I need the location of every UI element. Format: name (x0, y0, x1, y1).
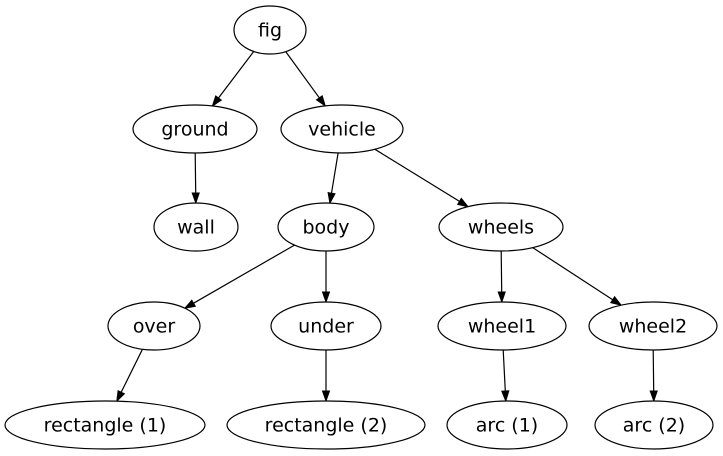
graph-node-fig: fig (233, 5, 307, 55)
node-ellipse (132, 104, 258, 154)
edge-arrowhead (321, 291, 331, 304)
graph-node-over: over (107, 301, 201, 351)
node-label: arc (1) (476, 415, 538, 437)
edge-line (218, 51, 255, 99)
edge-arrowhead (183, 299, 197, 309)
graph-edge-wheels-wheel2 (532, 247, 623, 307)
graph-node-arc2: arc (2) (594, 400, 714, 450)
node-ellipse (446, 400, 568, 450)
graph-node-wheel2: wheel2 (588, 301, 718, 351)
edge-line (194, 152, 197, 194)
graph-edge-ground-wall (191, 152, 200, 205)
node-label: wheel1 (468, 316, 536, 338)
edge-arrowhead (116, 389, 126, 403)
node-ellipse (226, 400, 426, 450)
edge-line (502, 349, 506, 392)
graph-edge-fig-vehicle (285, 51, 327, 108)
graph-node-wheel1: wheel1 (437, 301, 567, 351)
node-ellipse (588, 301, 718, 351)
graph-edge-wheels-wheel1 (497, 250, 506, 304)
node-ellipse (594, 400, 714, 450)
node-label: fig (258, 20, 282, 42)
node-label: ground (161, 119, 228, 141)
graph-edge-wheel2-arc2 (649, 349, 658, 403)
node-ellipse (233, 5, 307, 55)
node-ellipse (437, 301, 567, 351)
graph-edge-fig-ground (211, 51, 255, 108)
node-ellipse (270, 301, 382, 351)
edge-line (500, 250, 503, 293)
edge-arrowhead (321, 390, 331, 403)
graph-node-vehicle: vehicle (280, 104, 404, 154)
graph-edge-body-over (183, 244, 295, 309)
node-ellipse (153, 202, 239, 252)
graph-node-wall: wall (153, 202, 239, 252)
edge-arrowhead (609, 295, 623, 307)
edge-line (374, 148, 460, 202)
node-ellipse (438, 202, 564, 252)
edge-line (193, 244, 295, 304)
node-ellipse (107, 301, 201, 351)
node-label: body (303, 217, 350, 239)
node-label: arc (2) (623, 415, 685, 437)
node-label: wheel2 (619, 316, 687, 338)
node-label: wheels (468, 217, 534, 239)
edge-line (120, 348, 144, 393)
edge-line (532, 247, 614, 301)
edge-arrowhead (501, 390, 510, 403)
graph-edge-under-rect2 (321, 350, 331, 403)
node-label: rectangle (2) (265, 415, 388, 437)
node-label: over (133, 316, 176, 338)
graph-node-arc1: arc (1) (446, 400, 568, 450)
edge-arrowhead (327, 191, 336, 205)
graph-node-body: body (277, 202, 375, 252)
edge-line (285, 51, 320, 99)
edge-arrowhead (191, 192, 200, 205)
node-ellipse (280, 104, 404, 154)
node-label: vehicle (308, 119, 376, 141)
node-ellipse (277, 202, 375, 252)
edge-arrowhead (315, 94, 327, 108)
edge-arrowhead (497, 291, 506, 304)
edge-arrowhead (456, 197, 470, 208)
graph-edge-vehicle-wheels (374, 148, 470, 208)
edge-line (330, 152, 339, 194)
edge-arrowhead (649, 390, 658, 403)
edge-arrowhead (211, 95, 223, 108)
graph-edge-vehicle-body (327, 152, 339, 205)
graph-node-ground: ground (132, 104, 258, 154)
node-ellipse (4, 400, 206, 450)
graph-node-rect1: rectangle (1) (4, 400, 206, 450)
graph-node-rect2: rectangle (2) (226, 400, 426, 450)
graph-edge-over-rect1 (116, 348, 144, 403)
node-label: rectangle (1) (44, 415, 167, 437)
node-label: under (298, 316, 354, 338)
node-label: wall (177, 217, 215, 239)
edge-line (652, 349, 655, 392)
graph-edge-body-under (321, 251, 331, 304)
graph-node-wheels: wheels (438, 202, 564, 252)
graph-node-under: under (270, 301, 382, 351)
graph-edge-wheel1-arc1 (501, 349, 510, 403)
